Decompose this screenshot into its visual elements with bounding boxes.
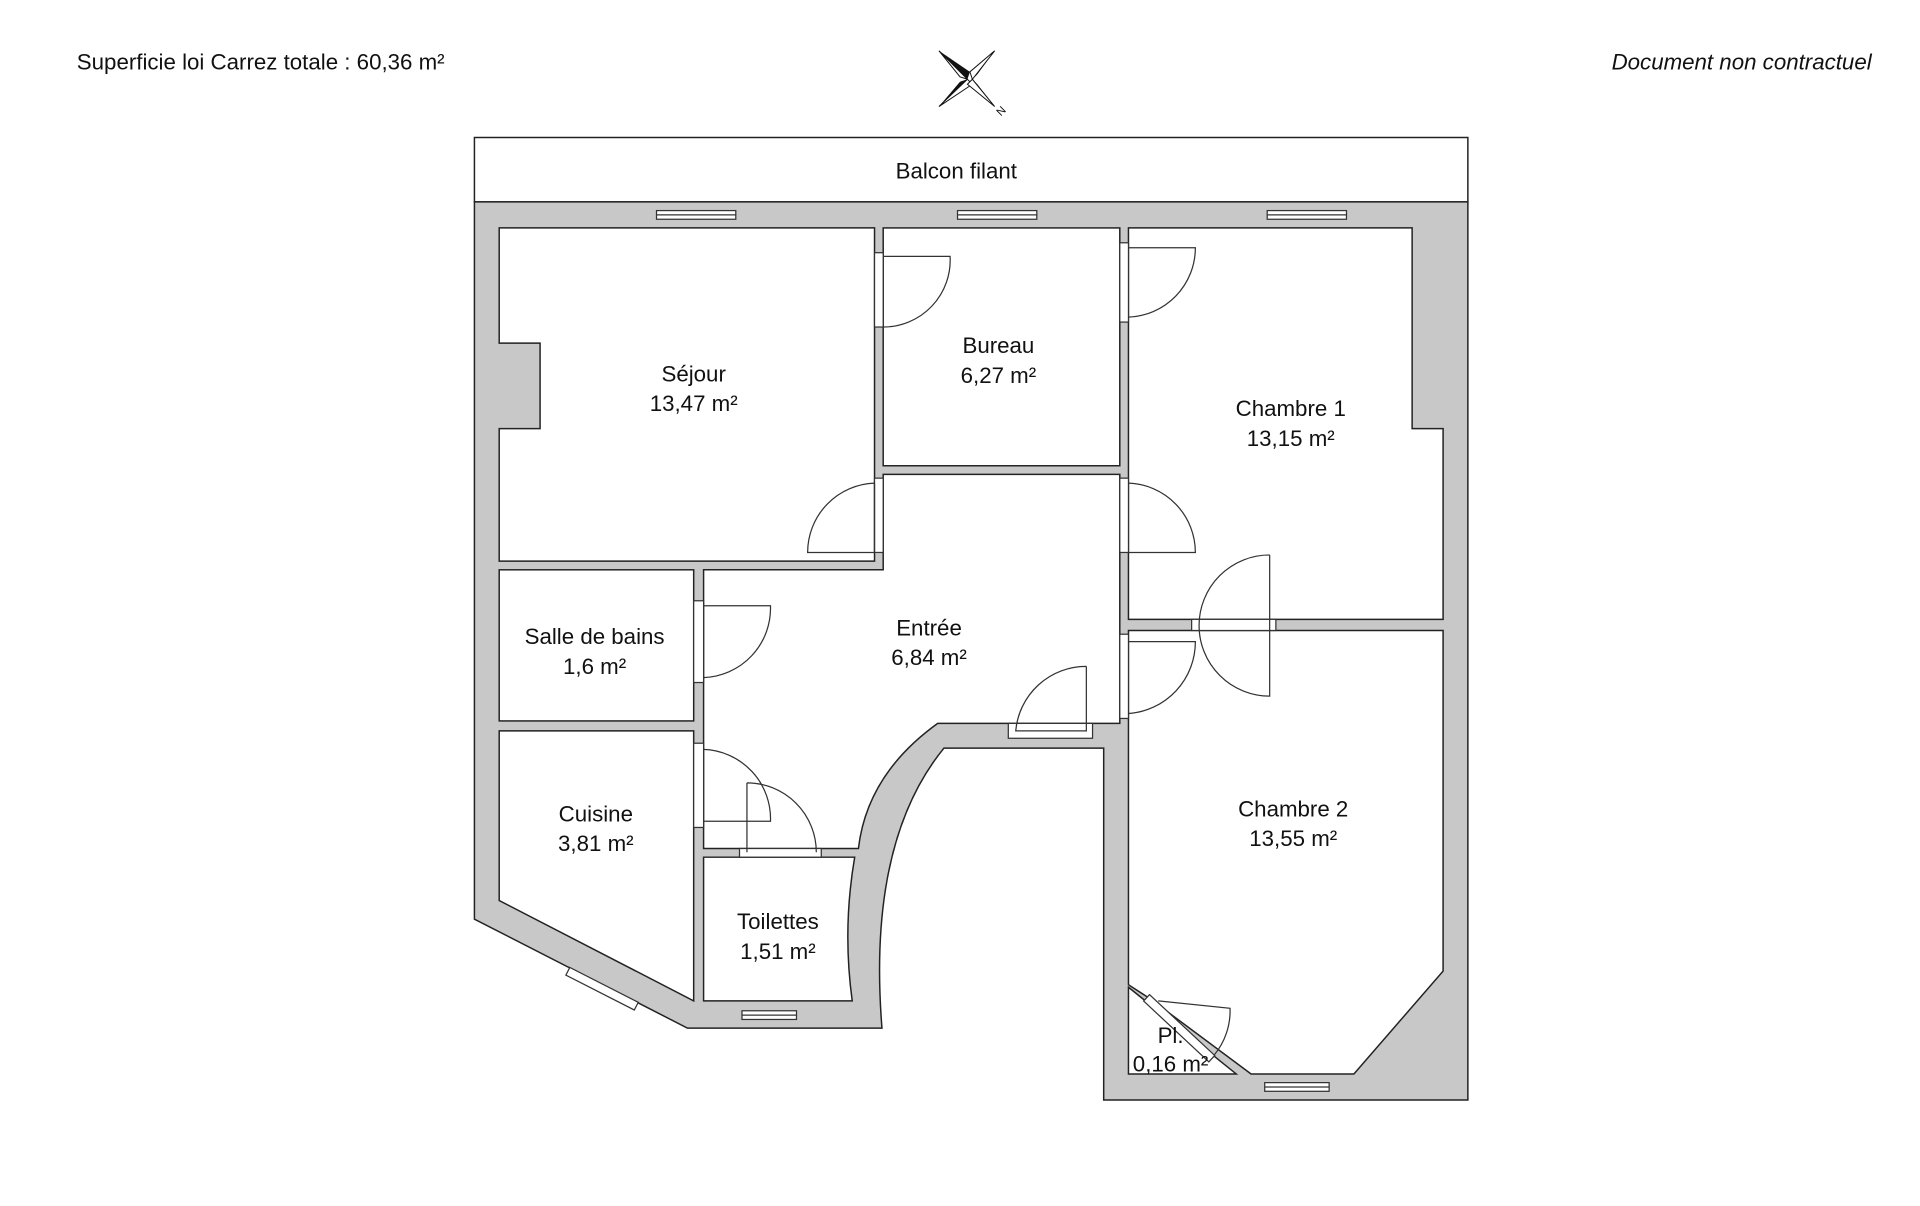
label-entree: Entrée [896,615,962,640]
area-chambre-1: 13,15 m² [1247,426,1335,451]
compass-letter: N [995,104,1009,118]
label-cuisine: Cuisine [559,801,633,826]
area-chambre-2: 13,55 m² [1249,826,1337,851]
area-placard: 0,16 m² [1133,1051,1209,1076]
room-sejour [498,227,876,562]
area-cuisine: 3,81 m² [558,831,634,856]
area-sejour: 13,47 m² [650,391,738,416]
area-toilettes: 1,51 m² [740,939,816,964]
label-chambre-1: Chambre 1 [1236,396,1346,421]
label-balcon: Balcon filant [896,158,1018,183]
room-toilettes [702,856,856,1002]
label-placard: Pl. [1158,1023,1184,1048]
compass-icon: N [938,50,1009,119]
label-salle-de-bains: Salle de bains [525,624,665,649]
room-chambre-1 [1127,227,1444,621]
doors [693,242,1277,1063]
area-entree: 6,84 m² [891,645,967,670]
room-salle-de-bains [498,569,695,722]
windows [565,209,1348,1092]
disclaimer: Document non contractuel [1612,49,1873,74]
room-chambre-2 [1127,629,1444,1075]
total-area-label: Superficie loi Carrez totale : 60,36 m² [77,49,445,74]
area-bureau: 6,27 m² [961,363,1037,388]
label-bureau: Bureau [962,333,1034,358]
area-salle-de-bains: 1,6 m² [563,654,626,679]
label-toilettes: Toilettes [737,909,819,934]
label-sejour: Séjour [661,362,726,387]
room-bureau [882,227,1121,467]
room-cuisine [498,730,695,1003]
label-chambre-2: Chambre 2 [1238,796,1348,821]
balcony [473,136,1469,203]
